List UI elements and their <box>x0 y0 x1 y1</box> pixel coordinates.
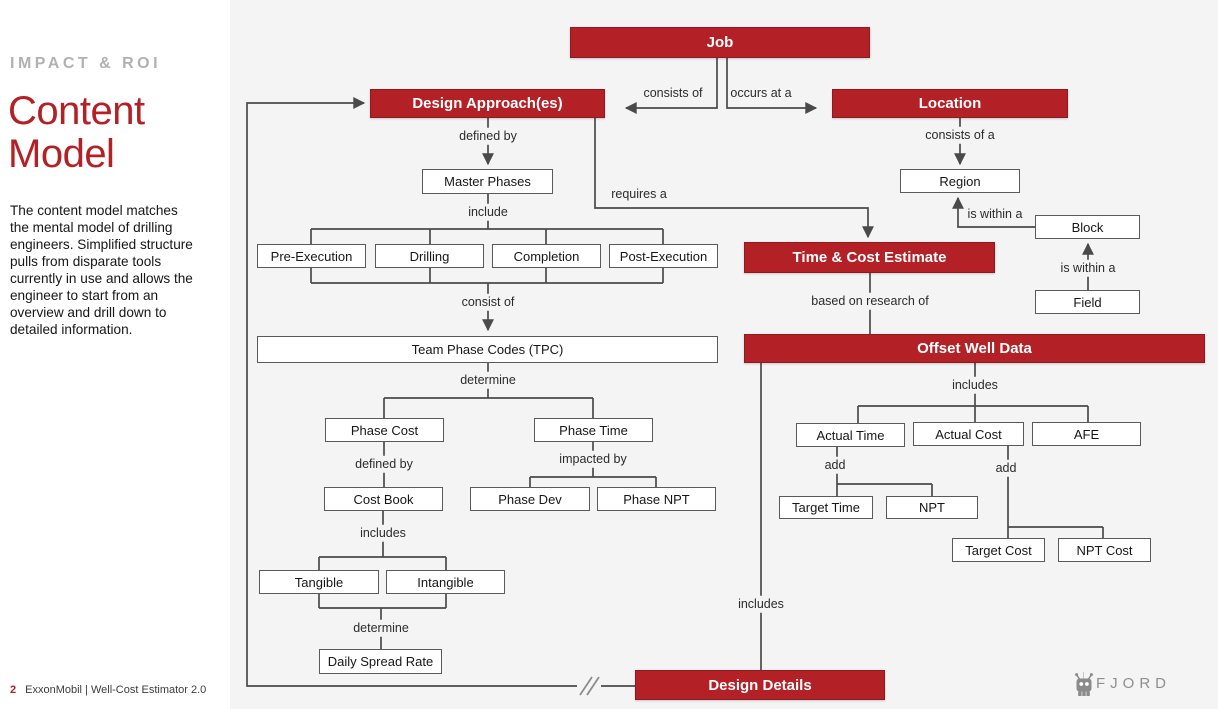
edge-label-determine-1: determine <box>455 371 521 389</box>
edge-label-includes-3: includes <box>733 595 789 613</box>
edge-label-includes-1: includes <box>355 524 411 542</box>
brand-wordmark: FJORD <box>1096 674 1171 692</box>
edge-label-defined-by-2: defined by <box>350 455 418 473</box>
edge-label-add-2: add <box>990 459 1022 477</box>
edge-label-based-on-research-of: based on research of <box>806 292 934 310</box>
node-post-execution: Post-Execution <box>609 244 718 268</box>
edge-label-is-within-a-2: is within a <box>1055 259 1121 277</box>
node-field: Field <box>1035 290 1140 314</box>
node-region: Region <box>900 169 1020 193</box>
eyebrow-label: IMPACT & ROI <box>10 55 162 72</box>
edge-label-consists-of: consists of <box>643 85 703 100</box>
node-team-phase-codes: Team Phase Codes (TPC) <box>257 336 718 363</box>
node-intangible: Intangible <box>386 570 505 594</box>
footer-text: ExxonMobil | Well-Cost Estimator 2.0 <box>25 684 207 696</box>
node-offset-well-data: Offset Well Data <box>744 334 1205 363</box>
node-npt-cost: NPT Cost <box>1058 538 1151 562</box>
content-model-diagram: Job Design Approach(es) Location Time & … <box>230 0 1218 709</box>
node-phase-time: Phase Time <box>534 418 653 442</box>
node-master-phases: Master Phases <box>422 169 553 194</box>
node-target-time: Target Time <box>779 496 873 519</box>
line-break-icon <box>577 676 601 696</box>
edge-label-consists-of-a: consists of a <box>920 126 1000 144</box>
edge-label-occurs-at-a: occurs at a <box>730 85 792 100</box>
node-target-cost: Target Cost <box>952 538 1045 562</box>
node-npt: NPT <box>886 496 978 519</box>
node-actual-time: Actual Time <box>796 423 905 447</box>
edge-label-impacted-by: impacted by <box>554 450 632 468</box>
page-number: 2 <box>10 684 17 696</box>
node-design-details: Design Details <box>635 670 885 700</box>
node-phase-npt: Phase NPT <box>597 487 716 511</box>
node-actual-cost: Actual Cost <box>913 422 1024 446</box>
edge-label-include: include <box>463 203 513 221</box>
brand-logo: FJORD <box>1073 672 1171 696</box>
edge-label-determine-2: determine <box>348 619 414 637</box>
node-design-approaches: Design Approach(es) <box>370 89 605 118</box>
node-tangible: Tangible <box>259 570 379 594</box>
edge-label-requires-a: requires a <box>611 186 667 201</box>
node-phase-cost: Phase Cost <box>325 418 444 442</box>
node-pre-execution: Pre-Execution <box>257 244 366 268</box>
node-afe: AFE <box>1032 422 1141 446</box>
edge-label-includes-2: includes <box>947 376 1003 394</box>
node-completion: Completion <box>492 244 601 268</box>
page-title: Content Model <box>8 89 145 176</box>
node-job: Job <box>570 27 870 58</box>
node-phase-dev: Phase Dev <box>470 487 590 511</box>
edge-label-consist-of: consist of <box>456 293 520 311</box>
node-drilling: Drilling <box>375 244 484 268</box>
node-location: Location <box>832 89 1068 118</box>
sidebar: IMPACT & ROI Content Model The content m… <box>0 0 230 709</box>
edge-label-defined-by-1: defined by <box>454 127 522 145</box>
node-block: Block <box>1035 215 1140 239</box>
slide-footer: 2 ExxonMobil | Well-Cost Estimator 2.0 <box>10 684 206 696</box>
node-time-cost-estimate: Time & Cost Estimate <box>744 242 995 273</box>
edge-label-add-1: add <box>819 456 851 474</box>
node-daily-spread-rate: Daily Spread Rate <box>319 649 442 674</box>
page-description: The content model matches the mental mod… <box>10 203 193 337</box>
node-cost-book: Cost Book <box>324 487 443 511</box>
edge-label-is-within-a-1: is within a <box>967 206 1023 221</box>
